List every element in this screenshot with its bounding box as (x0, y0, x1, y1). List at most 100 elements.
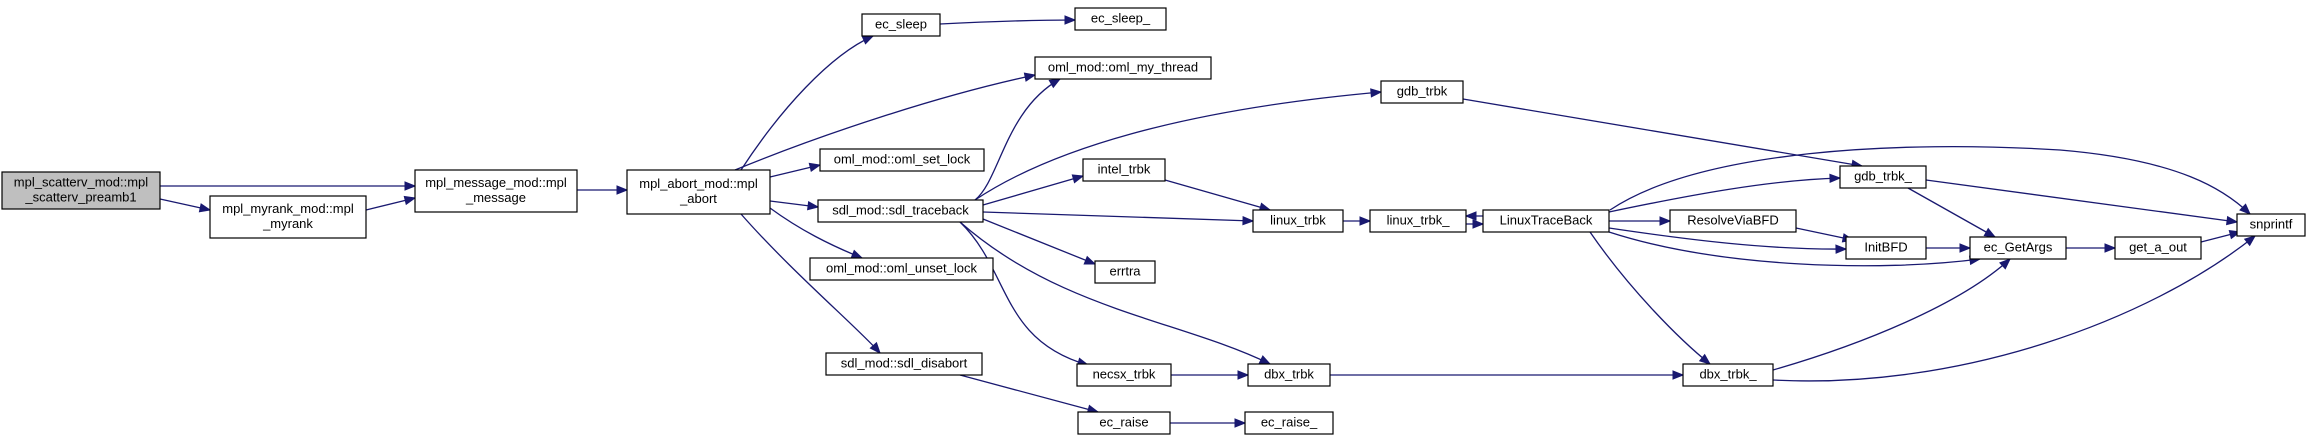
node-linux_trbk[interactable]: linux_trbk (1252, 209, 1344, 233)
edge-sdl_traceback-to-oml_my_thread (974, 78, 1062, 201)
node-oml_my_thread[interactable]: oml_mod::oml_my_thread (1034, 56, 1212, 80)
node-label: InitBFD (1864, 240, 1907, 255)
node-ec_raise[interactable]: ec_raise (1077, 411, 1171, 435)
node-label: ResolveViaBFD (1687, 213, 1779, 228)
node-label: oml_mod::oml_my_thread (1048, 60, 1198, 75)
node-LinuxTraceBack[interactable]: LinuxTraceBack (1482, 209, 1610, 233)
arrowhead-icon (1071, 174, 1085, 184)
edge-LinuxTraceBack-to-dbx_trbk_ (1589, 231, 1712, 365)
node-box (2236, 213, 2306, 237)
node-label: mpl_myrank_mod::mpl (222, 201, 354, 216)
node-oml_set_lock[interactable]: oml_mod::oml_set_lock (819, 148, 985, 172)
node-box (1482, 209, 1610, 233)
node-label: oml_mod::oml_set_lock (834, 152, 971, 167)
node-label: dbx_trbk_ (1699, 367, 1757, 382)
arrowhead-icon (403, 195, 417, 206)
node-box (1076, 363, 1172, 387)
node-box (1244, 411, 1334, 435)
edge-LinuxTraceBack-to-gdb_trbk_ (1608, 173, 1842, 213)
node-label: get_a_out (2129, 240, 2187, 255)
edge-line (1608, 227, 1847, 250)
edge-line (982, 211, 1254, 222)
arrowhead-icon (1959, 243, 1972, 253)
node-InitBFD[interactable]: InitBFD (1845, 236, 1927, 260)
node-ec_sleep[interactable]: ec_sleep (861, 13, 941, 37)
node-box (819, 148, 985, 172)
node-intel_trbk[interactable]: intel_trbk (1082, 158, 1166, 182)
node-myrank[interactable]: mpl_myrank_mod::mpl_myrank (209, 195, 367, 239)
edge-gdb_trbk_-to-snprintf (1925, 179, 2239, 226)
edge-ResolveViaBFD-to-InitBFD (1795, 227, 1855, 243)
node-ec_raise_[interactable]: ec_raise_ (1244, 411, 1334, 435)
edge-InitBFD-to-ec_GetArgs (1926, 243, 1972, 253)
edge-sdl_traceback-to-dbx_trbk (959, 221, 1272, 365)
node-linux_trbk_[interactable]: linux_trbk_ (1369, 209, 1467, 233)
node-label: mpl_abort_mod::mpl (639, 176, 758, 191)
edge-abort-to-oml_set_lock (769, 162, 822, 178)
edge-line (1925, 179, 2238, 223)
edge-line (1907, 187, 1996, 238)
node-oml_unset_lock[interactable]: oml_mod::oml_unset_lock (809, 257, 994, 281)
arrowhead-icon (1048, 78, 1062, 89)
node-box (626, 169, 771, 215)
node-box (1369, 209, 1467, 233)
node-sdl_traceback[interactable]: sdl_mod::sdl_traceback (817, 199, 984, 223)
edge-line (1462, 98, 1863, 167)
node-box (825, 352, 983, 376)
edge-line (1609, 145, 2251, 215)
node-box (1682, 363, 1774, 387)
nodes-layer: mpl_scatterv_mod::mpl_scatterv_preamb1mp… (1, 7, 2306, 435)
node-box (1, 171, 161, 210)
node-label: errtra (1109, 264, 1141, 279)
node-sdl_disabort[interactable]: sdl_mod::sdl_disabort (825, 352, 983, 376)
arrowhead-icon (850, 249, 864, 259)
edge-ec_raise-to-ec_raise_ (1170, 418, 1247, 428)
node-abort[interactable]: mpl_abort_mod::mpl_abort (626, 169, 771, 215)
node-errtra[interactable]: errtra (1094, 260, 1156, 284)
arrowhead-icon (1242, 215, 1255, 226)
arrowhead-icon (1983, 227, 1997, 238)
arrowhead-icon (807, 201, 820, 211)
edge-line (959, 221, 1271, 365)
node-label: dbx_trbk (1264, 367, 1314, 382)
node-ec_GetArgs[interactable]: ec_GetArgs (1969, 236, 2067, 260)
edge-abort-to-sdl_disabort (740, 213, 881, 355)
node-get_a_out[interactable]: get_a_out (2114, 236, 2202, 260)
node-message[interactable]: mpl_message_mod::mpl_message (414, 169, 578, 213)
edge-line (939, 19, 1076, 25)
node-box (1074, 7, 1167, 31)
node-necsx_trbk[interactable]: necsx_trbk (1076, 363, 1172, 387)
arrowhead-icon (1835, 244, 1848, 254)
edge-line (740, 213, 881, 354)
node-gdb_trbk[interactable]: gdb_trbk (1380, 80, 1464, 104)
node-label: ec_sleep_ (1091, 11, 1151, 26)
edge-root-to-message (160, 181, 417, 191)
edge-line (982, 218, 1096, 265)
node-box (1839, 165, 1927, 189)
arrowhead-icon (808, 162, 822, 173)
node-box (1252, 209, 1344, 233)
edge-sdl_traceback-to-necsx_trbk (959, 221, 1090, 367)
node-ResolveViaBFD[interactable]: ResolveViaBFD (1669, 209, 1797, 233)
node-label: ec_GetArgs (1984, 240, 2053, 255)
edge-get_a_out-to-snprintf (2200, 230, 2242, 243)
edge-ec_GetArgs-to-get_a_out (2066, 243, 2117, 253)
node-ec_sleep_[interactable]: ec_sleep_ (1074, 7, 1167, 31)
edge-myrank-to-message (365, 195, 417, 211)
node-gdb_trbk_[interactable]: gdb_trbk_ (1839, 165, 1927, 189)
arrowhead-icon (1359, 216, 1372, 226)
edge-linux_trbk_-to-LinuxTraceBack (1466, 219, 1485, 229)
arrowhead-icon (1023, 72, 1037, 82)
node-box (861, 13, 941, 37)
node-dbx_trbk[interactable]: dbx_trbk (1247, 363, 1331, 387)
edge-LinuxTraceBack-to-linux_trbk_ (1464, 211, 1483, 221)
node-dbx_trbk_[interactable]: dbx_trbk_ (1682, 363, 1774, 387)
edge-LinuxTraceBack-to-InitBFD (1608, 227, 1848, 254)
edge-line (1589, 231, 1711, 365)
node-snprintf[interactable]: snprintf (2236, 213, 2306, 237)
edge-LinuxTraceBack-to-ResolveViaBFD (1609, 216, 1672, 226)
node-root: mpl_scatterv_mod::mpl_scatterv_preamb1 (1, 171, 161, 210)
node-box (1969, 236, 2067, 260)
edge-line (1608, 231, 1981, 267)
arrowhead-icon (1370, 88, 1383, 98)
